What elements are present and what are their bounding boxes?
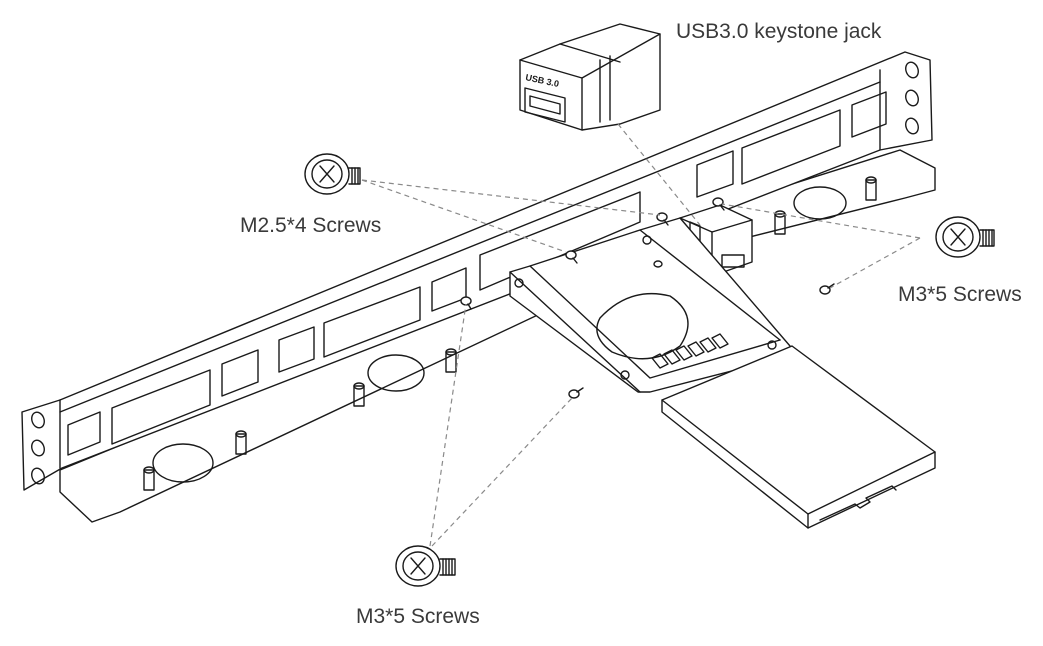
- small-screw: [712, 197, 725, 211]
- standoff: [445, 348, 457, 373]
- standoff: [143, 466, 155, 491]
- standoff: [774, 210, 786, 235]
- standoff: [235, 430, 247, 455]
- leader-line: [721, 203, 921, 239]
- small-screw: [568, 387, 584, 399]
- drive-bracket: [509, 217, 791, 393]
- ssd-drive: [661, 345, 936, 529]
- usb-keystone-jack: [519, 23, 661, 131]
- m3-screw-icon-bottom: [395, 545, 456, 587]
- standoff: [865, 176, 877, 201]
- small-screw: [565, 250, 578, 264]
- leader-line: [361, 179, 567, 253]
- leader-line: [617, 123, 701, 226]
- m3-screw-icon-right: [935, 216, 995, 258]
- leader-line: [429, 303, 467, 547]
- usb-jack-label: USB3.0 keystone jack: [676, 20, 882, 43]
- m3-screws-right-label: M3*5 Screws: [898, 283, 1022, 306]
- rack-front-panel: [21, 51, 933, 491]
- leader-lines: [361, 123, 921, 547]
- leader-line: [431, 397, 573, 547]
- standoff: [353, 382, 365, 407]
- leader-line: [829, 237, 921, 289]
- m3-screws-bottom-label: M3*5 Screws: [356, 605, 480, 628]
- m25-screws-label: M2.5*4 Screws: [240, 214, 382, 237]
- m25-screw-icon: [304, 153, 361, 195]
- small-screw: [460, 296, 472, 310]
- small-screw: [819, 283, 835, 295]
